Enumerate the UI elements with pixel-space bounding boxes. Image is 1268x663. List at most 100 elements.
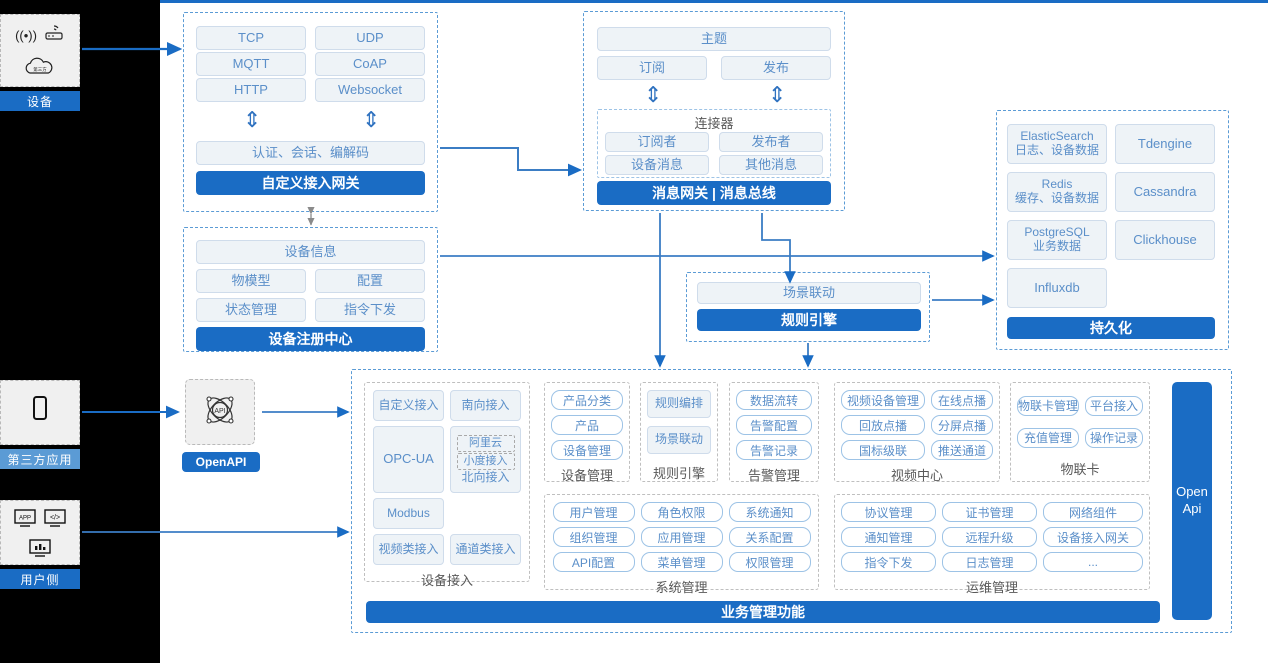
access-southbound[interactable]: 南向接入 <box>450 390 521 421</box>
dm-device-management[interactable]: 设备管理 <box>551 440 623 460</box>
openapi-icon-box: API <box>185 379 255 445</box>
protocol-tcp[interactable]: TCP <box>196 26 306 50</box>
sm-role-permission[interactable]: 角色权限 <box>640 502 723 522</box>
protocol-coap[interactable]: CoAP <box>315 52 425 76</box>
om-cert-management[interactable]: 证书管理 <box>942 502 1037 522</box>
re-rule-orchestration[interactable]: 规则编排 <box>647 390 711 418</box>
access-opc-ua[interactable]: OPC-UA <box>373 426 444 493</box>
subscribe-box[interactable]: 订阅 <box>597 56 707 80</box>
sm-permission-management[interactable]: 权限管理 <box>728 552 811 572</box>
svg-text:第三方: 第三方 <box>33 66 47 73</box>
access-modbus[interactable]: Modbus <box>373 498 444 529</box>
om-command-dispatch[interactable]: 指令下发 <box>841 552 936 572</box>
store-cassandra[interactable]: Cassandra <box>1115 172 1215 212</box>
vc-video-device-management[interactable]: 视频设备管理 <box>841 390 925 410</box>
bus-arrow-left-icon: ⇕ <box>644 82 663 107</box>
om-remote-upgrade[interactable]: 远程升级 <box>942 527 1037 547</box>
ic-card-management[interactable]: 物联卡管理 <box>1017 395 1079 416</box>
store-elasticsearch-name: ElasticSearch <box>1020 129 1094 144</box>
am-alarm-record[interactable]: 告警记录 <box>736 440 812 460</box>
access-video[interactable]: 视频类接入 <box>373 534 444 565</box>
dm-product[interactable]: 产品 <box>551 415 623 435</box>
store-influxdb[interactable]: Influxdb <box>1007 268 1107 308</box>
am-alarm-config[interactable]: 告警配置 <box>736 415 812 435</box>
module-ops-management-caption: 运维管理 <box>965 580 1018 595</box>
sm-api-config[interactable]: API配置 <box>552 552 635 572</box>
ic-platform-access[interactable]: 平台接入 <box>1085 395 1143 416</box>
connector-other-message[interactable]: 其他消息 <box>719 155 823 175</box>
protocol-udp[interactable]: UDP <box>315 26 425 50</box>
open-api-vertical-bar[interactable]: Open Api <box>1172 382 1212 620</box>
om-device-access-gateway[interactable]: 设备接入网关 <box>1043 527 1143 547</box>
store-postgresql[interactable]: PostgreSQL 业务数据 <box>1007 220 1107 260</box>
router-icon <box>43 24 65 47</box>
vc-split-screen[interactable]: 分屏点播 <box>931 415 993 435</box>
module-rule-engine-caption: 规则引擎 <box>652 466 705 481</box>
connector-subscriber[interactable]: 订阅者 <box>605 132 709 152</box>
om-notice-management[interactable]: 通知管理 <box>841 527 936 547</box>
vc-gb-cascade[interactable]: 国标级联 <box>841 440 925 460</box>
module-row: 自定义接入 南向接入 <box>371 390 523 421</box>
persistence-title[interactable]: 持久化 <box>1007 317 1215 339</box>
dm-product-category[interactable]: 产品分类 <box>551 390 623 410</box>
custom-access-gateway-title[interactable]: 自定义接入网关 <box>196 171 425 195</box>
store-redis-sub: 缓存、设备数据 <box>1014 191 1099 205</box>
module-alarm-management: 数据流转 告警配置 告警记录 告警管理 <box>729 382 819 483</box>
vc-playback[interactable]: 回放点播 <box>841 415 925 435</box>
third-party-icon-group <box>0 380 80 445</box>
module-row: Modbus <box>371 498 523 529</box>
message-gateway-title[interactable]: 消息网关 | 消息总线 <box>597 181 831 205</box>
vc-push-channel[interactable]: 推送通道 <box>931 440 993 460</box>
connector-publisher[interactable]: 发布者 <box>719 132 823 152</box>
openapi-label[interactable]: OpenAPI <box>182 452 260 472</box>
device-registry-title[interactable]: 设备注册中心 <box>196 327 425 351</box>
sm-system-notice[interactable]: 系统通知 <box>728 502 811 522</box>
command-dispatch-box[interactable]: 指令下发 <box>315 298 425 322</box>
access-northbound-container: 阿里云 小度接入 北向接入 <box>450 426 521 493</box>
business-management-bottom-title[interactable]: 业务管理功能 <box>366 601 1160 623</box>
om-more[interactable]: ... <box>1043 552 1143 572</box>
om-protocol-management[interactable]: 协议管理 <box>841 502 936 522</box>
user-side-icon-group: APP </> <box>0 500 80 565</box>
config-box[interactable]: 配置 <box>315 269 425 293</box>
access-xiaodu[interactable]: 小度接入 <box>456 452 515 470</box>
publish-box[interactable]: 发布 <box>721 56 831 80</box>
store-clickhouse[interactable]: Clickhouse <box>1115 220 1215 260</box>
topic-box[interactable]: 主题 <box>597 27 831 51</box>
protocol-mqtt[interactable]: MQTT <box>196 52 306 76</box>
access-channel[interactable]: 通道类接入 <box>450 534 521 565</box>
store-redis[interactable]: Redis 缓存、设备数据 <box>1007 172 1107 212</box>
ic-recharge[interactable]: 充值管理 <box>1017 427 1079 448</box>
sm-relation-config[interactable]: 关系配置 <box>728 527 811 547</box>
om-log-management[interactable]: 日志管理 <box>942 552 1037 572</box>
store-elasticsearch[interactable]: ElasticSearch 日志、设备数据 <box>1007 124 1107 164</box>
state-management-box[interactable]: 状态管理 <box>196 298 306 322</box>
protocol-websocket[interactable]: Websocket <box>315 78 425 102</box>
rule-engine-title[interactable]: 规则引擎 <box>697 309 921 331</box>
device-info-box[interactable]: 设备信息 <box>196 240 425 264</box>
scene-linkage-box[interactable]: 场景联动 <box>697 282 921 304</box>
device-registry-group: 设备信息 物模型 配置 状态管理 指令下发 设备注册中心 <box>183 227 438 352</box>
sm-app-management[interactable]: 应用管理 <box>640 527 723 547</box>
am-data-flow[interactable]: 数据流转 <box>736 390 812 410</box>
om-network-component[interactable]: 网络组件 <box>1043 502 1143 522</box>
re-scene-linkage[interactable]: 场景联动 <box>647 426 711 454</box>
user-side-label: 用户侧 <box>0 569 80 589</box>
store-tdengine[interactable]: Tdengine <box>1115 124 1215 164</box>
sm-org-management[interactable]: 组织管理 <box>552 527 635 547</box>
auth-session-codec[interactable]: 认证、会话、编解码 <box>196 141 425 165</box>
third-party-app-label: 第三方应用 <box>0 449 80 469</box>
access-aliyun[interactable]: 阿里云 <box>456 434 515 452</box>
sm-user-management[interactable]: 用户管理 <box>552 502 635 522</box>
module-video-center-caption: 视频中心 <box>890 468 943 483</box>
store-redis-name: Redis <box>1041 177 1073 192</box>
business-management-group <box>351 369 1232 633</box>
ic-operation-log[interactable]: 操作记录 <box>1085 427 1143 448</box>
access-custom[interactable]: 自定义接入 <box>373 390 444 421</box>
sm-menu-management[interactable]: 菜单管理 <box>640 552 723 572</box>
rule-engine-group: 场景联动 规则引擎 <box>686 272 930 342</box>
vc-online-vod[interactable]: 在线点播 <box>931 390 993 410</box>
thing-model-box[interactable]: 物模型 <box>196 269 306 293</box>
protocol-http[interactable]: HTTP <box>196 78 306 102</box>
connector-device-message[interactable]: 设备消息 <box>605 155 709 175</box>
